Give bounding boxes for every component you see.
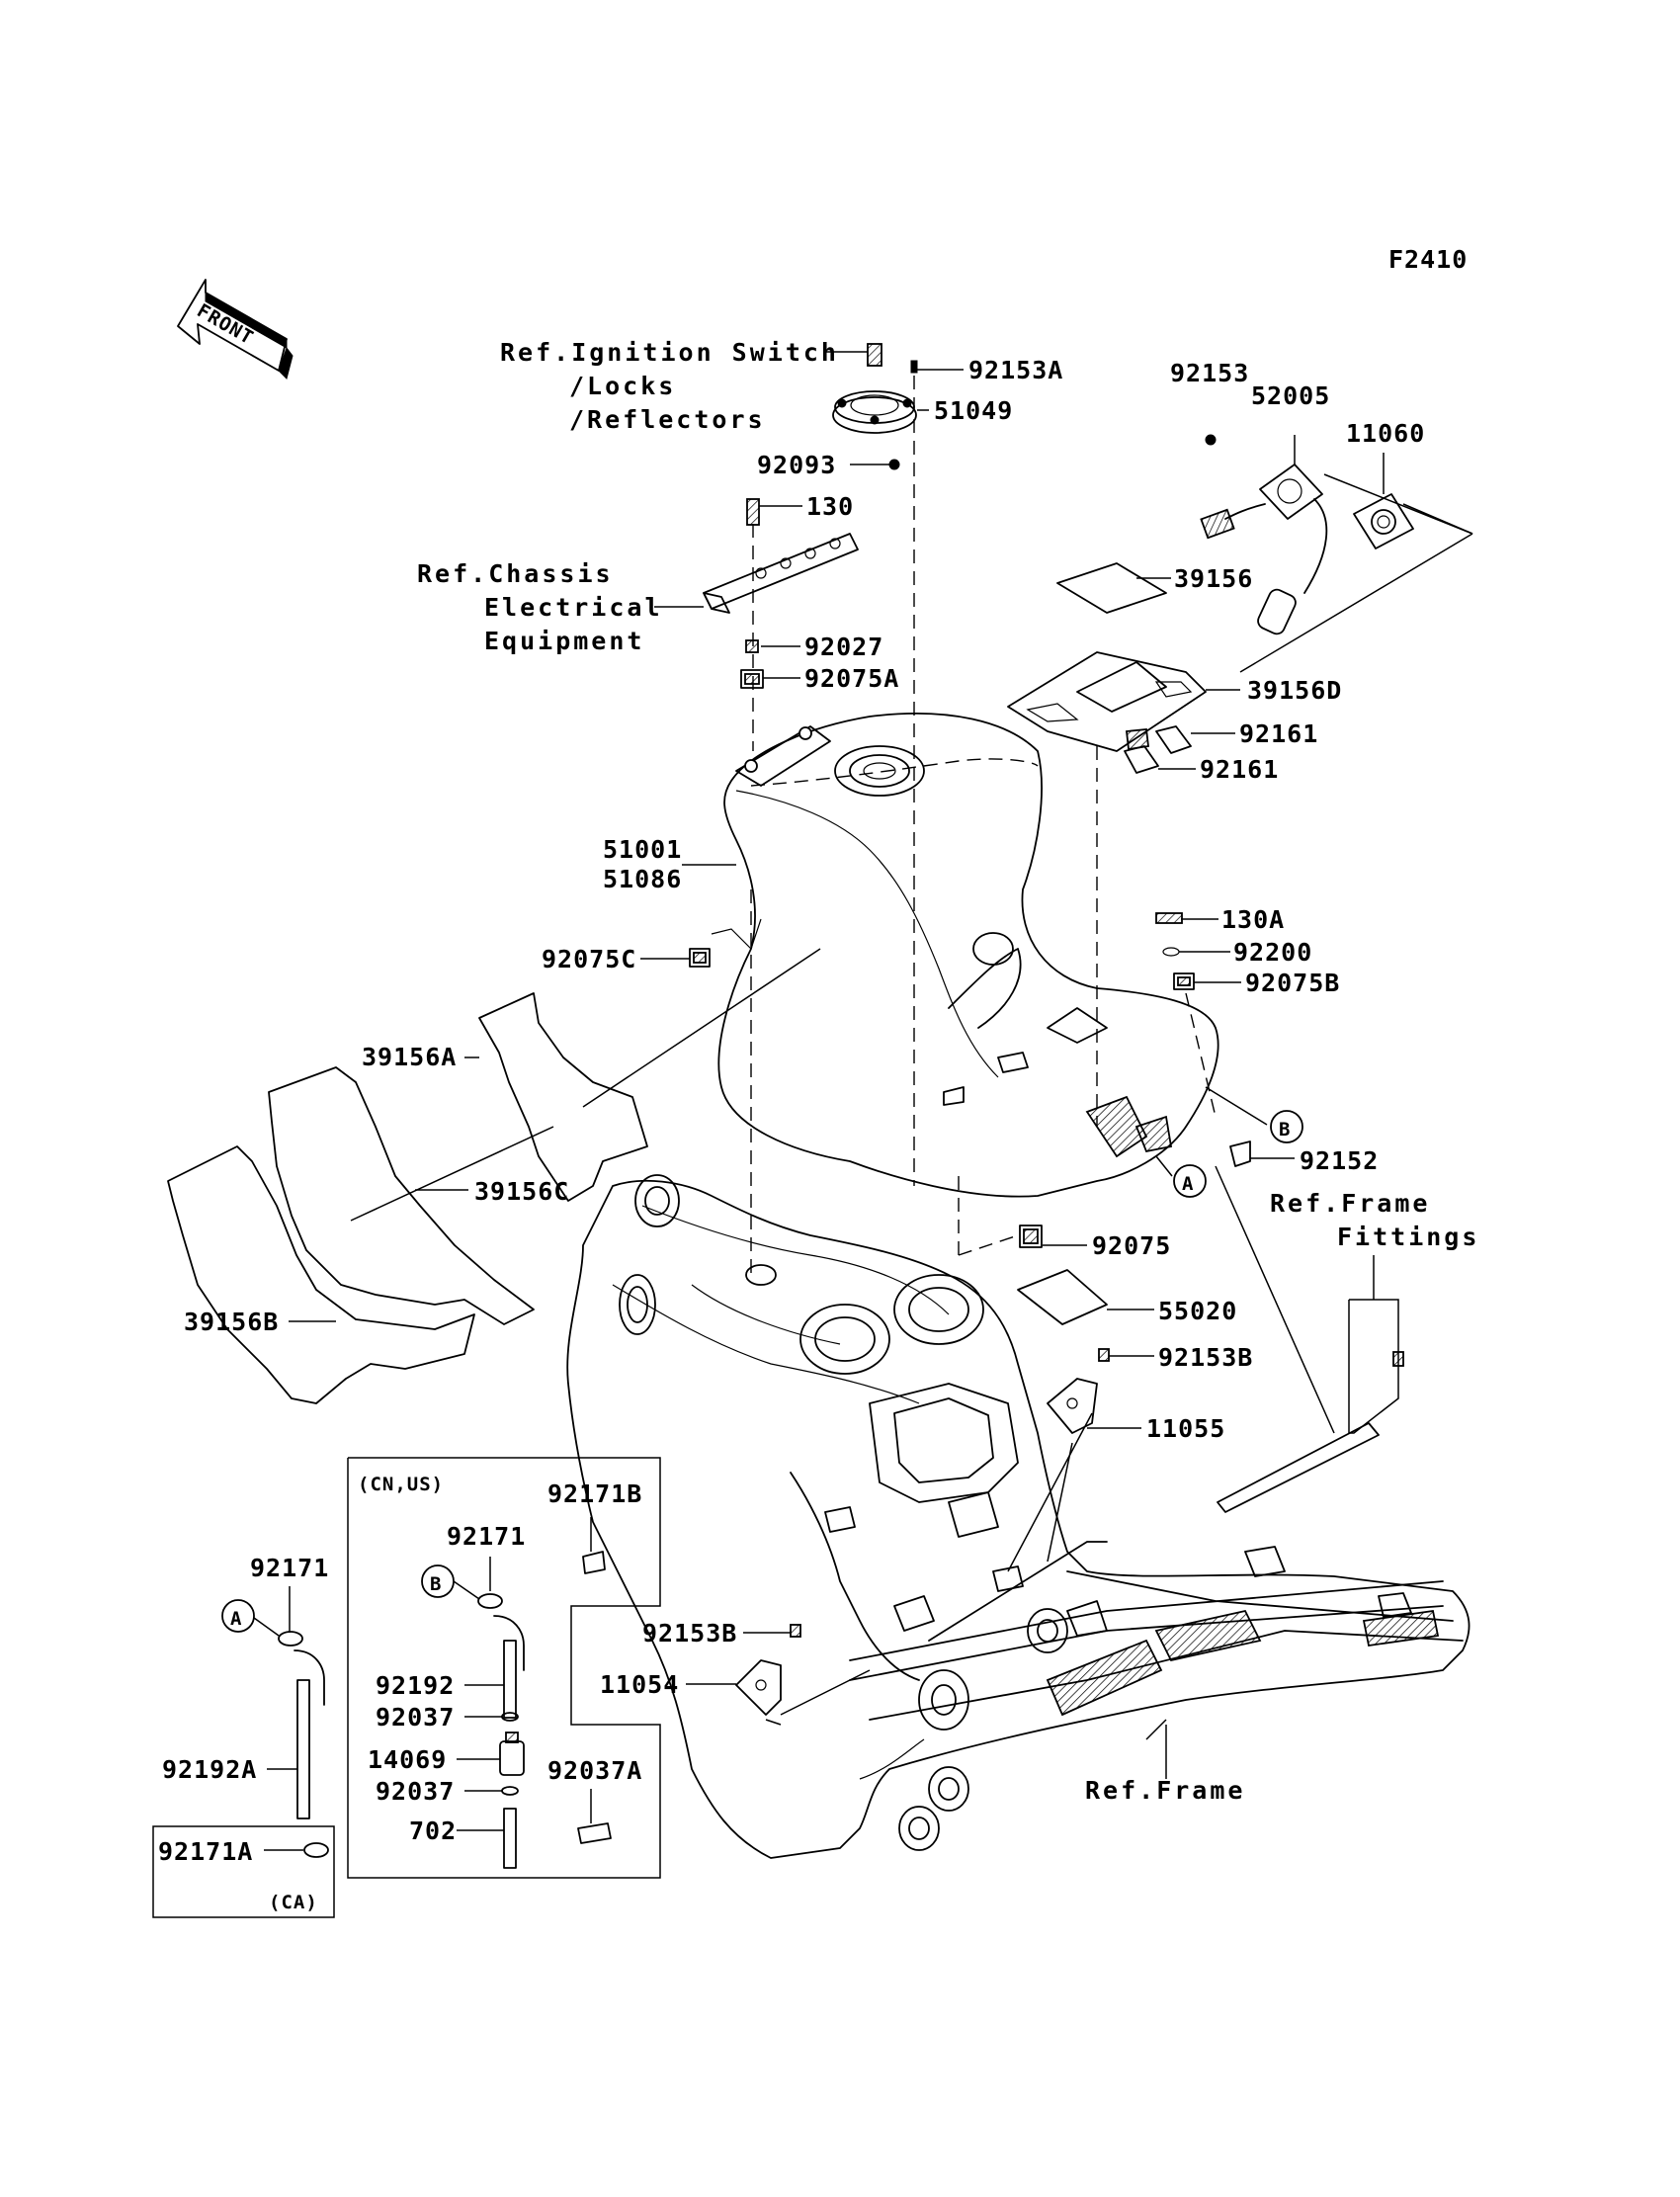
ref-ignition-label: Ref.Ignition Switch xyxy=(500,338,839,367)
fuel-tank xyxy=(717,713,1219,1198)
part-92192A: 92192A xyxy=(162,1755,257,1784)
box-ca-label: (CA) xyxy=(269,1892,318,1913)
ref-chassis-label-3: Equipment xyxy=(484,627,644,655)
callout-a-left: A xyxy=(230,1608,242,1630)
part-92075C: 92075C xyxy=(542,945,636,973)
part-92027: 92027 xyxy=(804,633,883,661)
ref-frame-label: Ref.Frame xyxy=(1085,1776,1245,1805)
part-92153B-upper: 92153B xyxy=(1158,1343,1253,1372)
ref-frame-fittings-label-1: Ref.Frame xyxy=(1270,1189,1430,1218)
part-14069: 14069 xyxy=(368,1745,447,1774)
ref-frame-fittings-label-2: Fittings xyxy=(1337,1223,1479,1251)
detail-box-ca xyxy=(152,1825,335,1918)
front-arrow-icon: FRONT xyxy=(177,279,294,380)
callout-b-box: B xyxy=(430,1573,442,1595)
part-92153: 92153 xyxy=(1170,359,1249,387)
part-92075A: 92075A xyxy=(804,664,899,693)
part-52005: 52005 xyxy=(1251,381,1330,410)
part-92037-upper: 92037 xyxy=(376,1703,455,1732)
part-130: 130 xyxy=(806,492,854,521)
part-92171B: 92171B xyxy=(547,1479,642,1508)
frame xyxy=(566,1174,1470,1859)
fuel-pump-assembly xyxy=(1200,434,1414,635)
part-92153A: 92153A xyxy=(968,356,1063,384)
part-11055: 11055 xyxy=(1146,1414,1225,1443)
part-39156: 39156 xyxy=(1174,564,1253,593)
part-39156C: 39156C xyxy=(474,1177,569,1206)
part-55020: 55020 xyxy=(1158,1297,1237,1325)
part-92153B-lower: 92153B xyxy=(642,1619,737,1648)
part-39156A: 39156A xyxy=(362,1043,457,1071)
part-92200: 92200 xyxy=(1233,938,1312,967)
callout-a-tank: A xyxy=(1182,1173,1194,1195)
part-51001: 51001 xyxy=(603,835,682,864)
ref-reflectors-label: /Reflectors xyxy=(569,405,766,434)
part-92171A: 92171A xyxy=(158,1837,253,1866)
part-92192: 92192 xyxy=(376,1671,455,1700)
ref-locks-label: /Locks xyxy=(569,372,676,400)
part-51049: 51049 xyxy=(934,396,1013,425)
box-cn-us-label: (CN,US) xyxy=(358,1474,444,1495)
gasket-plate-assembly xyxy=(1007,562,1207,774)
part-92171-left: 92171 xyxy=(250,1554,329,1582)
fuel-cap-assembly xyxy=(832,343,918,470)
part-92171-box: 92171 xyxy=(447,1522,526,1551)
part-92161-upper: 92161 xyxy=(1239,719,1318,748)
part-51086: 51086 xyxy=(603,865,682,893)
figure-code: F2410 xyxy=(1388,245,1468,274)
heat-shields xyxy=(167,992,648,1404)
part-39156D: 39156D xyxy=(1247,676,1342,705)
part-92037-lower: 92037 xyxy=(376,1777,455,1806)
part-11054: 11054 xyxy=(600,1670,679,1699)
part-92161-lower: 92161 xyxy=(1200,755,1279,784)
part-92075B: 92075B xyxy=(1245,969,1340,997)
part-92152: 92152 xyxy=(1300,1146,1379,1175)
part-11060: 11060 xyxy=(1346,419,1425,448)
callout-b-tank: B xyxy=(1279,1119,1291,1141)
part-130A: 130A xyxy=(1221,905,1285,934)
ref-chassis-label-1: Ref.Chassis xyxy=(417,559,614,588)
detail-box-cn-us xyxy=(347,1457,661,1879)
part-92037A: 92037A xyxy=(547,1756,642,1785)
ref-chassis-label-2: Electrical xyxy=(484,593,663,622)
part-702: 702 xyxy=(409,1817,457,1845)
part-92075: 92075 xyxy=(1092,1231,1171,1260)
part-39156B: 39156B xyxy=(184,1308,279,1336)
part-92093: 92093 xyxy=(757,451,836,479)
